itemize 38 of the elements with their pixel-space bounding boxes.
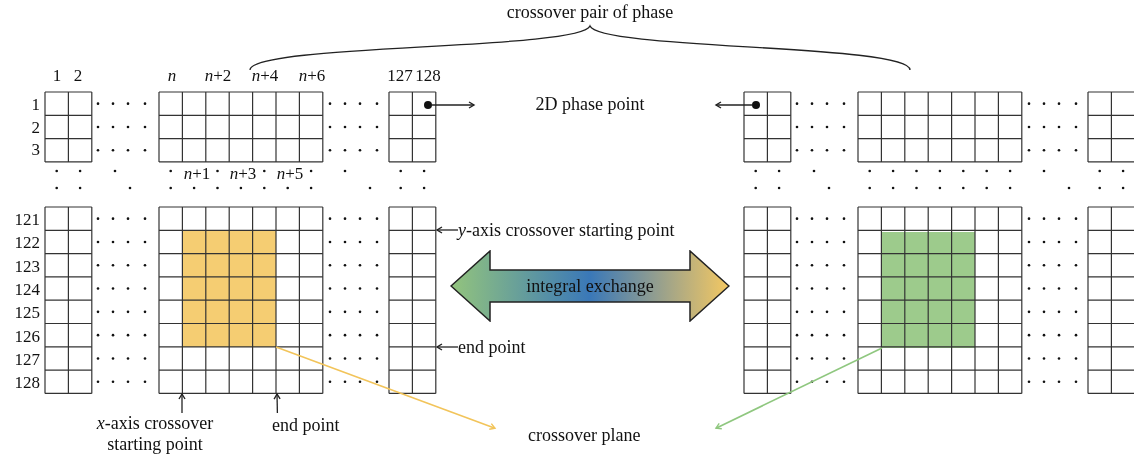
index-label: 122 [14,233,40,251]
index-label: 124 [14,280,40,298]
index-label: n+1 [183,164,211,182]
leader-arrow [436,343,459,351]
index-label: 1 [52,66,62,84]
arrow [275,346,496,430]
index-label: 123 [14,257,40,275]
index-label: 128 [14,373,40,391]
index-label: 125 [14,303,40,321]
annotation-label: end point [272,414,340,436]
leader-arrow [273,393,281,414]
index-label: 3 [31,140,40,158]
leader-arrow [436,226,459,234]
title-label: crossover pair of phase [506,3,674,21]
index-label: n+2 [204,66,232,84]
exchange-label: integral exchange [526,275,654,297]
index-label: 1 [31,95,40,113]
index-label: 128 [415,66,441,84]
index-label: 2D phase point [535,95,645,113]
index-label: n+6 [298,66,326,84]
index-label: n+4 [251,66,279,84]
annotation-label: y-axis crossover starting point [458,219,675,241]
leader-arrow [431,101,475,109]
leader-arrow [715,101,753,109]
index-label: 121 [14,210,40,228]
index-label: 2 [73,66,83,84]
index-label: n+5 [276,164,304,182]
annotation-label: x-axis crossover starting point [95,413,215,455]
leader-arrow [178,393,186,414]
index-label: 127 [387,66,413,84]
index-label: 126 [14,327,40,344]
index-label: n [167,66,177,84]
annotation-label: end point [458,336,526,358]
index-label: 127 [14,350,40,368]
index-label: 2 [31,118,40,136]
index-label: n+3 [229,164,257,182]
arrow [715,347,883,430]
plane-label: crossover plane [528,424,641,446]
